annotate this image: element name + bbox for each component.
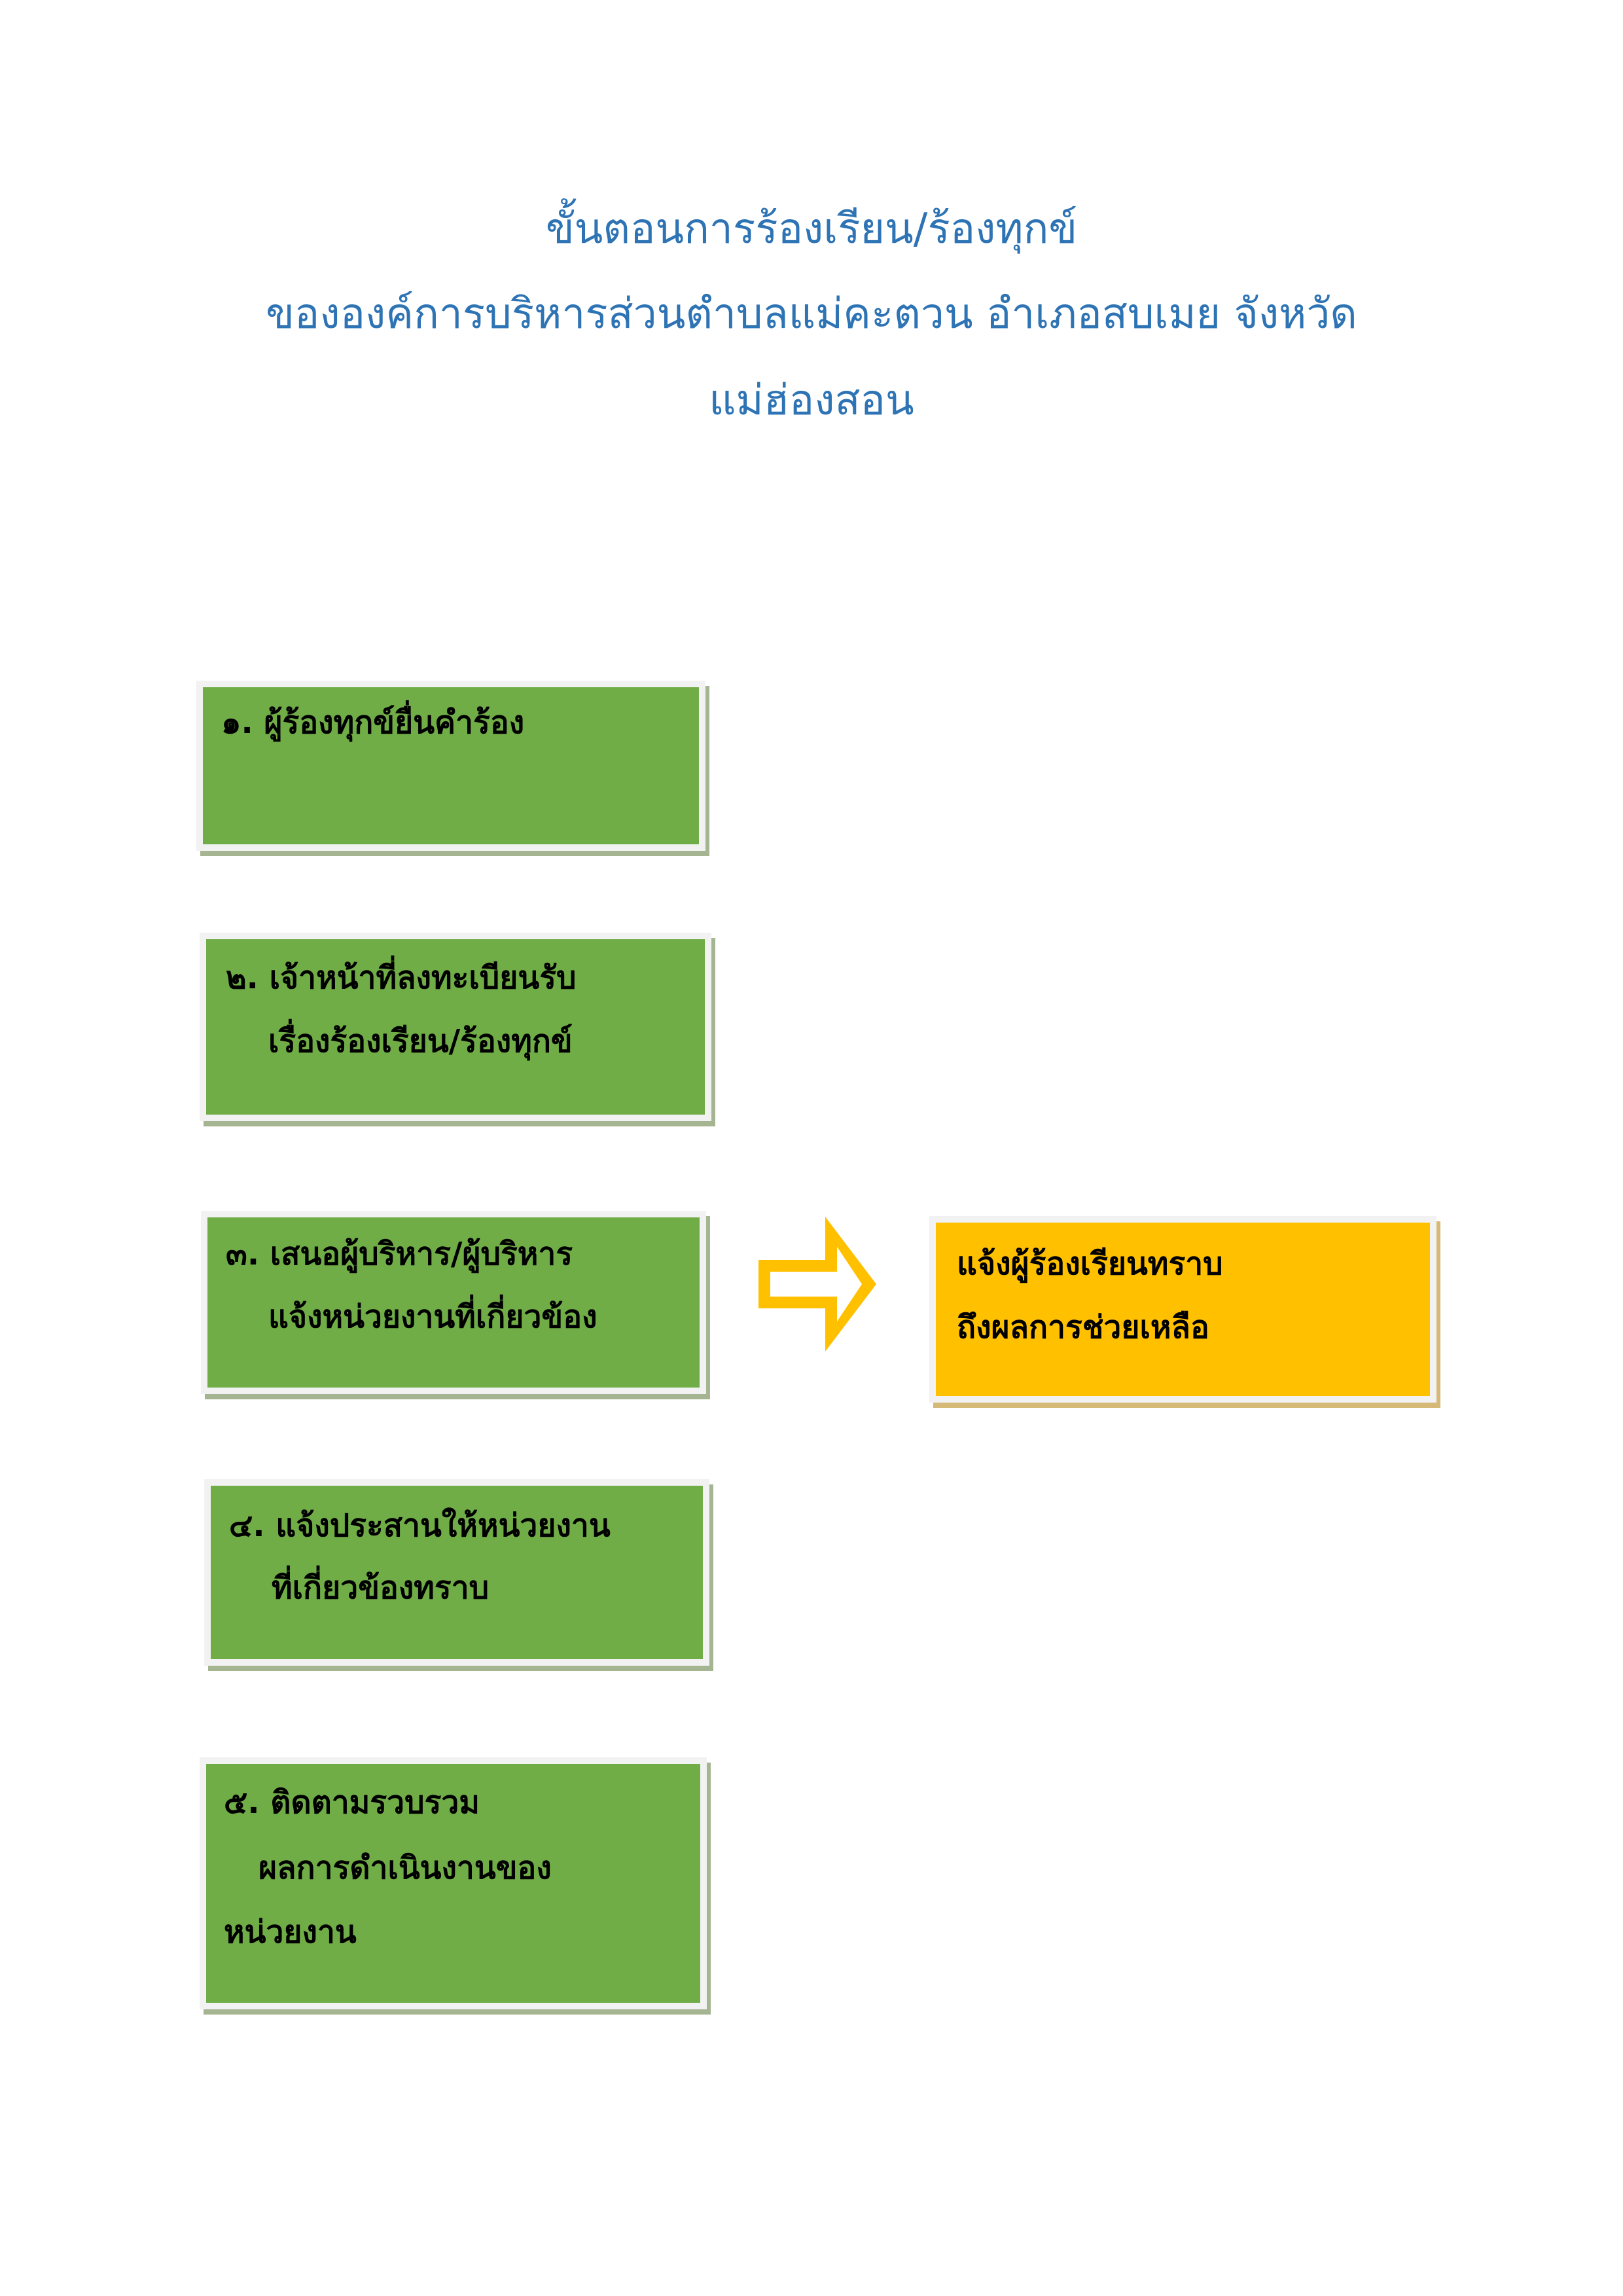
step-2-box xyxy=(200,933,711,1121)
page-title-line-3: แม่ฮ่องสอน xyxy=(709,376,914,425)
step-2-text-line-2: เรื่องร้องเรียน/ร้องทุกข์ xyxy=(268,1023,573,1060)
step-1-box xyxy=(196,681,705,851)
step-4-box xyxy=(204,1479,709,1666)
page-title-line-2: ขององค์การบริหารส่วนตำบลแม่คะตวน อำเภอสบ… xyxy=(266,290,1357,338)
right-arrow-icon xyxy=(758,1217,876,1352)
result-text-line-1: แจ้งผู้ร้องเรียนทราบ xyxy=(957,1246,1223,1282)
result-text-line-2: ถึงผลการช่วยเหลือ xyxy=(957,1309,1209,1346)
step-3-box xyxy=(201,1211,706,1394)
step-3-text-line-2: แจ้งหน่วยงานที่เกี่ยวข้อง xyxy=(268,1299,597,1335)
step-5-box xyxy=(200,1757,707,2009)
result-box xyxy=(929,1216,1436,1403)
step-1-text: ๑. ผู้ร้องทุกข์ยื่นคำร้อง xyxy=(221,704,525,741)
step-5-text-line-2: ผลการดำเนินงานของ xyxy=(259,1850,552,1886)
page-title-line-1: ขั้นตอนการร้องเรียน/ร้องทุกข์ xyxy=(545,205,1078,253)
step-4-text-line-2: ที่เกี่ยวข้องทราบ xyxy=(272,1570,490,1606)
step-3-text-line-1: ๓. เสนอผู้บริหาร/ผู้บริหาร xyxy=(226,1236,573,1272)
arrow-inner xyxy=(770,1247,862,1321)
step-5-text-line-3: หน่วยงาน xyxy=(224,1914,357,1950)
step-2-text-line-1: ๒. เจ้าหน้าที่ลงทะเบียนรับ xyxy=(226,960,577,996)
step-4-text-line-1: ๔. แจ้งประสานให้หน่วยงาน xyxy=(229,1507,611,1544)
step-5-text-line-1: ๕. ติดตามรวบรวม xyxy=(224,1784,480,1821)
